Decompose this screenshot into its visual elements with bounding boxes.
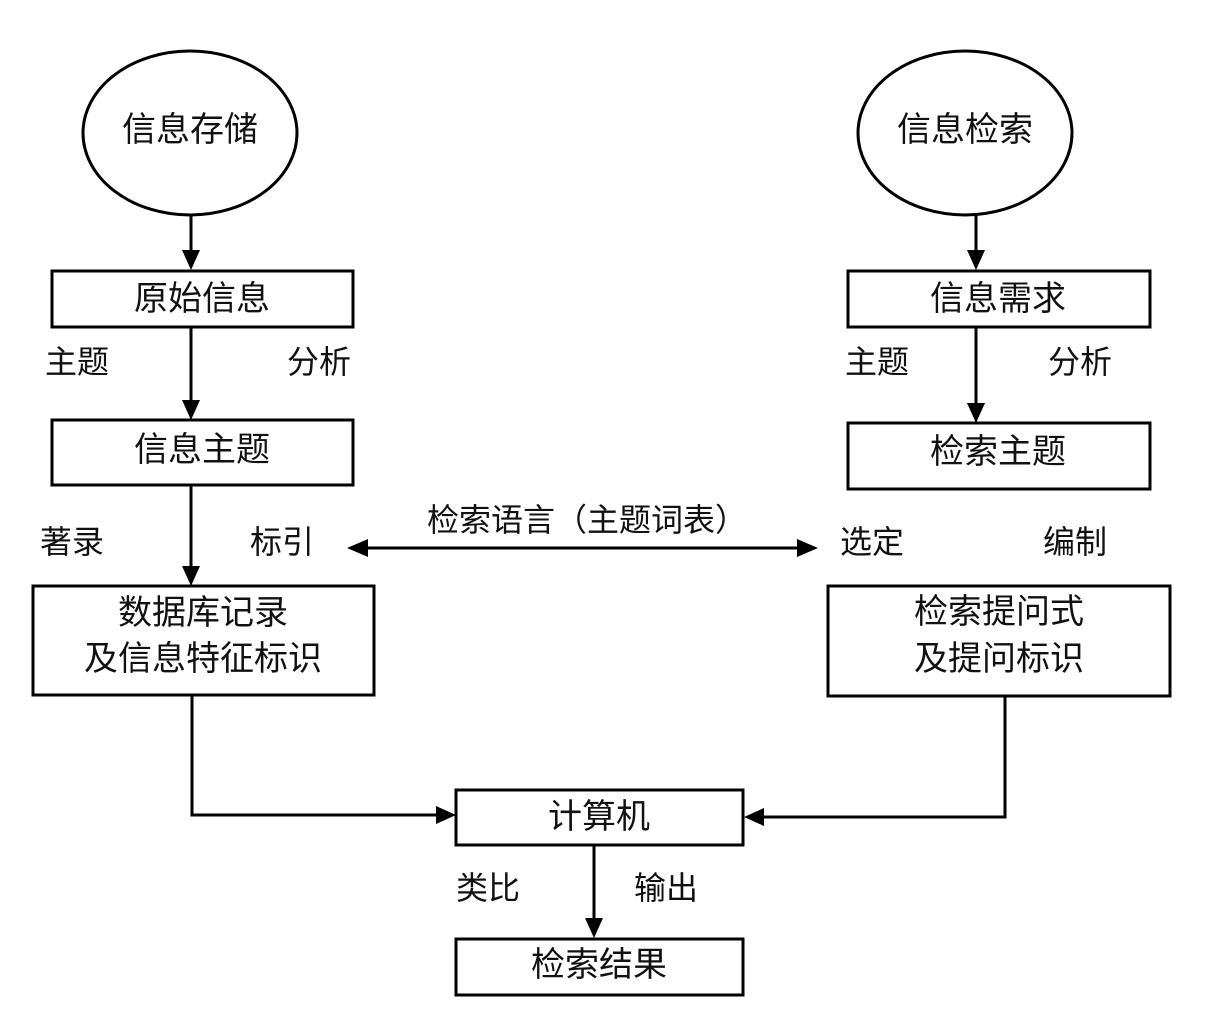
node-raw-info: [50, 269, 355, 329]
node-info-need-label: 信息需求: [930, 279, 1066, 319]
edge-label-left-analysis: 分析: [287, 343, 351, 381]
node-info-retrieval: [856, 49, 1074, 217]
node-computer-label: 计算机: [548, 797, 650, 837]
node-db-record-line2: 及信息特征标识: [84, 639, 322, 679]
node-raw-info-label: 原始信息: [134, 279, 270, 319]
edge-label-right-analysis: 分析: [1048, 343, 1112, 381]
node-query-line2: 及提问标识: [914, 639, 1084, 679]
arrowhead-right-icon: [797, 539, 818, 557]
edge-label-right-compile: 编制: [1043, 523, 1107, 561]
node-query-line1: 检索提问式: [914, 592, 1084, 632]
arrowhead-down-icon: [967, 250, 985, 270]
node-search-subject-label: 检索主题: [930, 432, 1066, 472]
node-info-subject: [50, 418, 355, 487]
arrowhead-down-icon: [182, 566, 200, 586]
node-db-record-line1: 数据库记录: [118, 593, 288, 633]
edge-label-left-index: 标引: [250, 523, 314, 561]
edge-label-output: 输出: [634, 869, 698, 907]
edge-label-analogy: 类比: [456, 869, 520, 907]
arrowhead-down-icon: [585, 918, 603, 938]
arrowhead-right-icon: [436, 806, 456, 824]
edge-label-left-subject: 主题: [45, 343, 109, 381]
node-info-need: [846, 269, 1152, 329]
node-search-subject: [846, 421, 1152, 491]
edge-label-right-subject: 主题: [845, 343, 909, 381]
edge-label-left-catalog: 著录: [40, 523, 104, 561]
arrowhead-down-icon: [967, 403, 985, 423]
arrowhead-down-icon: [182, 250, 200, 270]
node-db-record: [31, 584, 376, 697]
node-info-retrieval-label: 信息检索: [897, 110, 1033, 150]
edge-label-right-select: 选定: [840, 523, 904, 561]
arrow-query-to-computer: [763, 696, 1007, 819]
arrowhead-down-icon: [182, 400, 200, 420]
search-language-label: 检索语言（主题词表）: [427, 501, 747, 539]
node-info-storage-label: 信息存储: [122, 110, 258, 150]
arrowhead-left-icon: [347, 539, 368, 557]
node-result: [454, 937, 745, 997]
arrowhead-left-icon: [744, 808, 764, 826]
node-result-label: 检索结果: [531, 945, 667, 985]
node-query: [826, 584, 1172, 698]
node-computer: [454, 788, 745, 847]
arrow-db-to-computer: [190, 695, 437, 817]
node-info-subject-label: 信息主题: [134, 430, 270, 470]
